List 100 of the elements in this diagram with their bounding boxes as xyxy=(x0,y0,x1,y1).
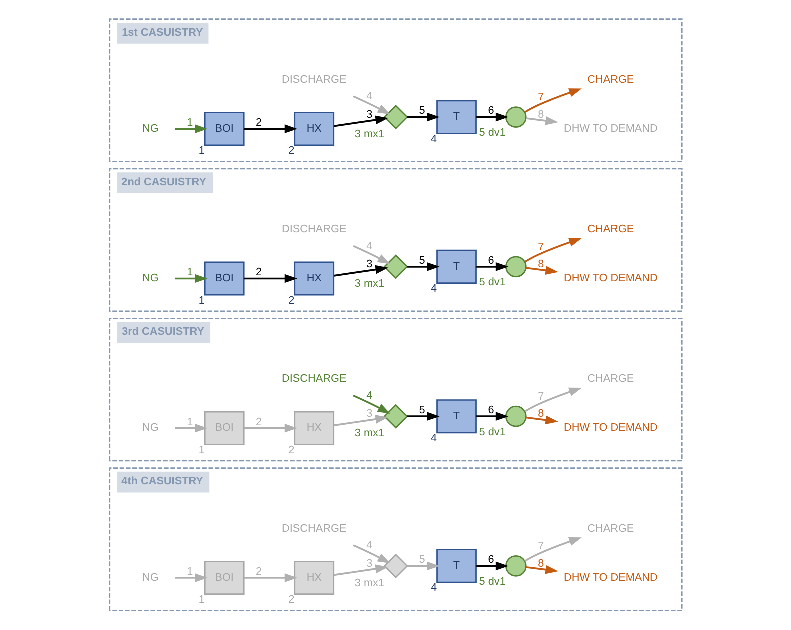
node-text: DHW TO DEMAND xyxy=(564,122,658,135)
node-label: 2 xyxy=(288,145,294,158)
arrow xyxy=(352,394,390,414)
edge-label: 2 xyxy=(256,266,262,279)
node-label: 5 dv1 xyxy=(478,126,506,139)
node-box: T xyxy=(436,100,476,134)
node-diamond xyxy=(383,554,408,578)
node-text: CHARGE xyxy=(587,373,634,386)
node-text: CHARGE xyxy=(587,522,634,535)
node-label: 3 mx1 xyxy=(354,128,384,140)
node-diamond xyxy=(383,254,408,280)
arrow xyxy=(334,564,388,576)
arrow xyxy=(174,574,208,582)
node-text: CHARGE xyxy=(587,224,634,236)
node-box: HX xyxy=(294,112,334,146)
edge-label: 6 xyxy=(488,105,494,118)
arrow xyxy=(352,544,390,564)
edge-label: 5 xyxy=(418,404,425,416)
arrow xyxy=(334,116,388,128)
node-text: NG xyxy=(142,272,158,285)
node-label: 4 xyxy=(430,133,437,146)
node-label: 4 xyxy=(430,582,437,594)
edge-label: 2 xyxy=(256,416,262,428)
node-box: T xyxy=(436,400,476,434)
arrow xyxy=(174,124,208,134)
arrow xyxy=(406,262,440,272)
arrow xyxy=(174,424,208,433)
edge-label: 7 xyxy=(538,540,544,553)
node-label: 2 xyxy=(288,294,294,307)
edge-label: 8 xyxy=(538,108,544,121)
edge-label: 8 xyxy=(538,408,544,420)
edge-label: 4 xyxy=(366,540,372,552)
edge-label: 1 xyxy=(186,117,193,130)
node-text: NG xyxy=(142,122,158,135)
arrow xyxy=(334,415,388,426)
edge-label: 1 xyxy=(186,266,193,279)
edge-label: 6 xyxy=(488,254,494,267)
edge-label: 2 xyxy=(256,117,262,130)
arrow xyxy=(526,416,558,425)
edge-label: 8 xyxy=(538,558,544,570)
edge-label: 7 xyxy=(538,92,544,104)
node-diamond xyxy=(383,404,408,429)
node-label: 1 xyxy=(198,594,204,606)
node-box: BOI xyxy=(204,112,244,146)
edge-label: 7 xyxy=(538,241,544,254)
node-label: 4 xyxy=(430,282,437,295)
node-label: 3 mx1 xyxy=(354,577,384,590)
arrow xyxy=(406,112,440,122)
edge-label: 4 xyxy=(366,240,372,252)
edge-label: 1 xyxy=(186,416,193,428)
node-label: 3 mx1 xyxy=(354,278,384,290)
edge-label: 5 xyxy=(418,254,425,267)
node-text: DISCHARGE xyxy=(282,74,346,86)
edge-label: 7 xyxy=(538,390,544,403)
arrow xyxy=(526,116,558,126)
node-text: DHW TO DEMAND xyxy=(564,272,658,285)
node-label: 1 xyxy=(198,145,204,158)
node-text: DHW TO DEMAND xyxy=(564,572,658,584)
node-text: CHARGE xyxy=(587,74,634,86)
arrow xyxy=(476,112,508,122)
edge-label: 1 xyxy=(186,566,193,578)
node-label: 1 xyxy=(198,294,204,307)
arrow xyxy=(406,412,440,422)
edge-label: 3 xyxy=(366,108,372,121)
arrow xyxy=(244,574,298,582)
edge-label: 3 xyxy=(366,558,372,570)
node-label: 2 xyxy=(288,594,294,606)
node-label: 2 xyxy=(288,444,294,456)
node-text: DHW TO DEMAND xyxy=(564,422,658,434)
node-label: 3 mx1 xyxy=(354,428,384,440)
node-circle xyxy=(505,556,526,577)
node-label: 5 dv1 xyxy=(478,276,506,289)
arrow xyxy=(352,96,390,115)
node-box: T xyxy=(436,549,476,584)
arrow xyxy=(524,538,582,562)
arrow xyxy=(244,424,298,433)
arrow xyxy=(524,88,582,114)
node-diamond xyxy=(383,105,408,130)
arrow xyxy=(476,562,508,571)
arrow xyxy=(244,124,298,134)
arrow xyxy=(476,412,508,422)
node-text: DISCHARGE xyxy=(282,224,346,236)
node-circle xyxy=(505,106,526,128)
edge-label: 4 xyxy=(366,90,372,103)
node-circle xyxy=(505,406,526,428)
node-label: 4 xyxy=(430,432,437,445)
arrow xyxy=(524,238,582,263)
arrow xyxy=(352,245,390,264)
edge-label: 8 xyxy=(538,258,544,270)
edge-label: 6 xyxy=(488,554,494,566)
arrow xyxy=(476,262,508,272)
arrow xyxy=(406,562,440,571)
node-box: T xyxy=(436,250,476,284)
node-circle xyxy=(505,256,526,278)
edge-label: 4 xyxy=(366,390,372,402)
node-text: NG xyxy=(142,572,158,584)
edge-label: 3 xyxy=(366,258,372,270)
arrow xyxy=(244,274,298,284)
node-text: NG xyxy=(142,422,158,434)
node-box: HX xyxy=(294,262,334,296)
